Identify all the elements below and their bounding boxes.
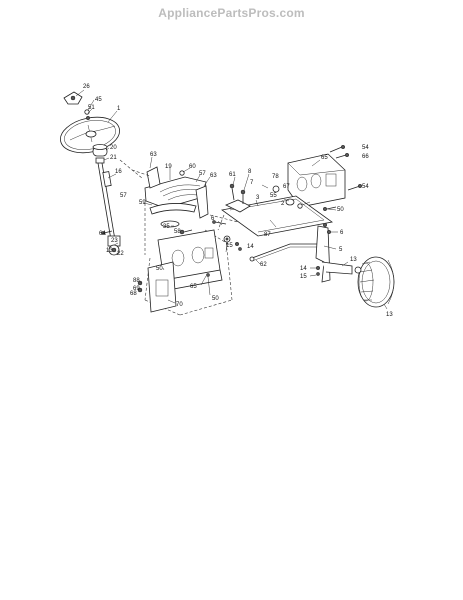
label-88: 88 (133, 278, 140, 284)
label-6-left: 6 (211, 216, 215, 222)
label-22: 22 (117, 251, 124, 257)
tie-rod[interactable] (251, 235, 323, 262)
spindle[interactable] (315, 225, 353, 283)
steering-wheel[interactable] (57, 112, 123, 158)
bolt-58[interactable] (179, 229, 193, 235)
washer-78[interactable] (272, 185, 280, 193)
label-61: 61 (229, 172, 236, 178)
upper-dash-panel[interactable] (287, 153, 346, 208)
label-57-right: 57 (199, 171, 206, 177)
pivot-bolt-8[interactable] (240, 189, 246, 204)
shaft-bolt[interactable] (101, 230, 113, 235)
label-35: 35 (163, 224, 170, 230)
label-13-tire: 13 (386, 312, 393, 318)
label-16: 16 (115, 169, 122, 175)
label-19: 19 (165, 164, 172, 170)
screw-66[interactable] (335, 152, 350, 159)
label-70: 70 (176, 302, 183, 308)
label-7: 7 (250, 180, 254, 186)
label-14-left: 14 (247, 244, 254, 250)
label-26: 26 (83, 84, 90, 90)
pivot-bolt-61[interactable] (229, 183, 235, 201)
label-1: 1 (117, 106, 121, 112)
leader-lines (75, 89, 388, 310)
label-54-top: 54 (362, 145, 369, 151)
panel-bolt-right[interactable] (206, 273, 210, 277)
label-63-top: 63 (150, 152, 157, 158)
label-59: 59 (139, 200, 146, 206)
screw-54-bottom[interactable] (347, 183, 363, 191)
label-78: 78 (272, 174, 279, 180)
label-21: 21 (110, 155, 117, 161)
label-2: 2 (281, 201, 285, 207)
spacer-67[interactable] (285, 198, 295, 206)
front-tire[interactable] (357, 256, 395, 308)
label-45: 45 (95, 97, 102, 103)
steering-adapter[interactable] (92, 144, 108, 157)
label-58: 58 (174, 229, 181, 235)
label-63-right: 63 (210, 173, 217, 179)
washer-14-right[interactable] (315, 265, 321, 276)
lower-console-70[interactable] (147, 261, 177, 313)
drag-link-59[interactable] (149, 203, 197, 215)
label-69: 69 (133, 286, 140, 292)
label-62: 62 (260, 262, 267, 268)
tie-rod-end[interactable] (249, 256, 255, 262)
axle-frame[interactable] (221, 195, 333, 237)
bolt-50-right[interactable] (322, 206, 337, 212)
bearing-55[interactable] (297, 203, 303, 209)
label-66: 66 (362, 154, 369, 160)
mount-bracket[interactable] (195, 185, 209, 219)
site-watermark: AppliancePartsPros.com (158, 6, 305, 20)
label-5: 5 (339, 247, 343, 253)
label-64: 64 (99, 231, 106, 237)
label-68: 68 (130, 291, 137, 297)
screw-54-top[interactable] (329, 144, 346, 153)
label-20: 20 (110, 145, 117, 151)
label-54-bottom: 54 (362, 184, 369, 190)
label-6-right: 6 (340, 230, 344, 236)
label-50-right: 50 (337, 207, 344, 213)
reference-lines (119, 159, 251, 316)
label-14-right: 14 (300, 266, 307, 272)
label-8: 8 (248, 169, 252, 175)
part-number-labels: 26 45 51 1 20 21 16 63 19 60 57 57 63 59… (83, 84, 393, 318)
label-13-steering: 13 (106, 248, 113, 254)
label-3: 3 (256, 195, 260, 201)
label-55: 55 (270, 193, 277, 199)
nut-87[interactable] (223, 235, 231, 243)
bolt-50-lower[interactable] (322, 222, 328, 228)
spacer-35[interactable] (160, 220, 180, 228)
bracket-63[interactable] (131, 166, 161, 189)
hub-cap[interactable] (354, 266, 362, 274)
label-65-top: 65 (321, 155, 328, 161)
label-15-right: 15 (300, 274, 307, 280)
label-23: 23 (111, 238, 118, 244)
label-51: 51 (88, 105, 95, 111)
steering-shaft[interactable] (97, 162, 116, 241)
bolt-14-left[interactable] (234, 241, 242, 251)
label-67: 67 (283, 184, 290, 190)
label-57-left: 57 (120, 193, 127, 199)
label-87: 87 (264, 232, 271, 238)
label-65-bottom: 65 (190, 284, 197, 290)
label-50-left: 50 (156, 266, 163, 272)
bolt-6-left[interactable] (212, 220, 227, 225)
label-50-bottom: 50 (212, 296, 219, 302)
label-60: 60 (189, 164, 196, 170)
steering-bushing[interactable] (95, 157, 105, 164)
label-15-left: 15 (226, 243, 233, 249)
label-13-axle: 13 (350, 257, 357, 263)
